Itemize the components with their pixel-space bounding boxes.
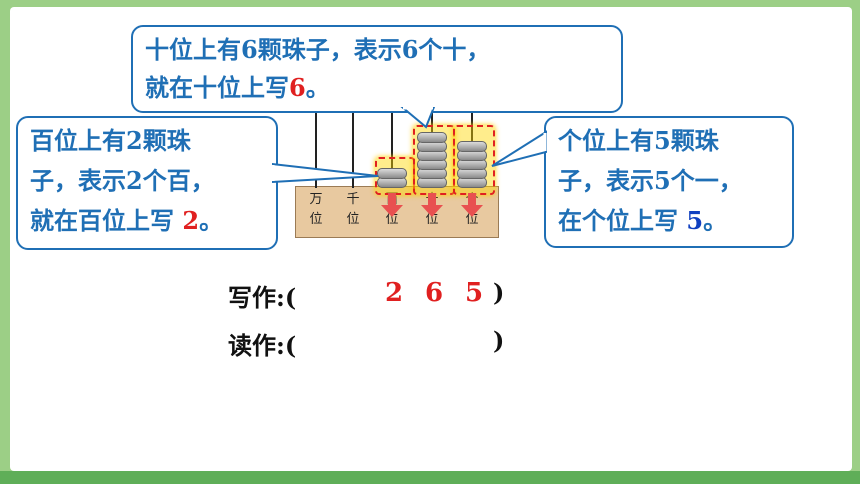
ones-bubble-line1: 个位上有5颗珠	[558, 126, 719, 155]
ones-speech-bubble: 个位上有5颗珠 子，表示5个一， 在个位上写 5。	[544, 116, 794, 248]
hundreds-speech-bubble: 百位上有2颗珠 子，表示2个百， 就在百位上写 2。	[16, 116, 278, 250]
hundreds-bubble-line2: 子，表示2个百，	[30, 166, 215, 195]
hundreds-bubble-line3: 就在百位上写 2。	[30, 202, 223, 240]
tens-bubble-tail	[400, 107, 436, 129]
abacus-bead	[377, 168, 407, 179]
ones-bubble-line3: 在个位上写 5。	[558, 202, 727, 240]
ones-bubble-line2: 子，表示5个一，	[558, 166, 743, 195]
down-arrow-head	[421, 205, 443, 217]
ones-digit: 5	[686, 206, 704, 235]
tens-bubble-line2-suffix: 。	[305, 73, 330, 102]
write-digit-ones: 5	[465, 278, 484, 308]
down-arrow-head	[461, 205, 483, 217]
tens-digit: 6	[289, 73, 306, 102]
abacus-rod	[315, 112, 317, 188]
down-arrow-head	[381, 205, 403, 217]
column-label-bottom: 位	[309, 212, 323, 227]
hundreds-bubble-line3-suffix: 。	[199, 206, 224, 235]
hundreds-digit: 2	[182, 206, 200, 235]
read-label: 读作:(	[228, 331, 297, 360]
abacus-bead	[417, 132, 447, 143]
write-digit-hundreds: 2	[385, 278, 404, 308]
abacus-rod	[391, 112, 393, 188]
tens-bubble-line2-prefix: 就在十位上写	[145, 73, 289, 102]
tens-speech-bubble: 十位上有6颗珠子，表示6个十， 就在十位上写6。	[131, 25, 623, 113]
down-arrow-stem	[428, 193, 436, 205]
ones-bubble-line3-suffix: 。	[703, 206, 728, 235]
read-close-paren: )	[493, 326, 505, 355]
column-label-top: 千	[346, 192, 360, 207]
abacus-rod	[352, 112, 354, 188]
ones-bubble-line3-prefix: 在个位上写	[558, 206, 687, 235]
write-label: 写作:(	[228, 283, 297, 312]
write-close-paren: )	[493, 278, 505, 307]
down-arrow-stem	[468, 193, 476, 205]
hundreds-bubble-tail	[272, 162, 379, 184]
tens-bubble-line2: 就在十位上写6。	[145, 69, 330, 107]
ones-bubble-tail	[491, 130, 547, 167]
write-digit-tens: 6	[425, 278, 444, 308]
column-label-top: 万	[309, 192, 323, 207]
column-label-bottom: 位	[346, 212, 360, 227]
tens-bubble-line1: 十位上有6颗珠子，表示6个十，	[145, 35, 491, 64]
bottom-bar	[0, 471, 860, 484]
abacus-bead	[457, 141, 487, 152]
hundreds-bubble-line3-prefix: 就在百位上写	[30, 206, 183, 235]
down-arrow-stem	[388, 193, 396, 205]
hundreds-bubble-line1: 百位上有2颗珠	[30, 126, 191, 155]
